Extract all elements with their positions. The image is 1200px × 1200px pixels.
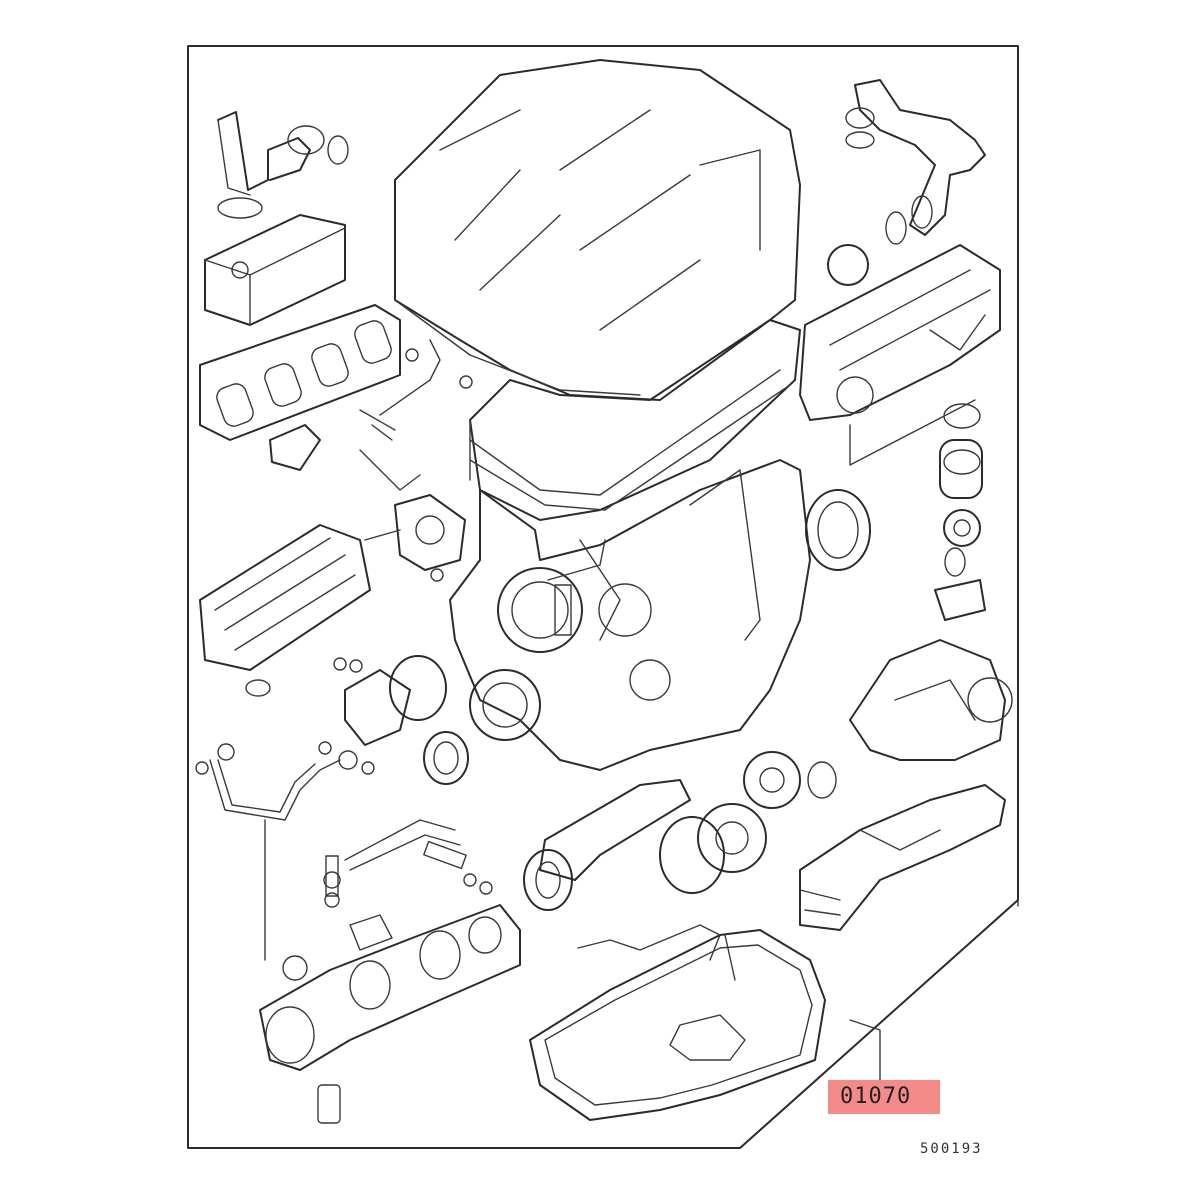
diagram-frame (187, 45, 1019, 1149)
leader-line (849, 1019, 881, 1091)
camshaft-seal-assembly (799, 784, 1006, 931)
oil-seal-right (805, 489, 871, 571)
bolt-stack (323, 819, 493, 908)
water-outlet-pipe (217, 111, 349, 219)
sprocket (659, 751, 837, 894)
oil-cooler-housing (204, 214, 346, 326)
exhaust-manifold (799, 244, 1001, 466)
timing-cover-right (849, 639, 1013, 761)
egr-pipe (845, 79, 986, 245)
seal-column-right (934, 403, 986, 621)
oil-pan (529, 924, 826, 1121)
timing-mark-detail (547, 539, 606, 636)
intake-manifold-gasket (199, 304, 401, 471)
engine-block (449, 459, 811, 771)
lower-exhaust-manifold (259, 904, 521, 1124)
small-seals-cluster (359, 339, 473, 491)
crank-front-seal (423, 731, 469, 785)
figure-code: 500193 (920, 1141, 983, 1157)
part-number-label[interactable]: 01070 (840, 1084, 912, 1109)
cylinder-head (469, 319, 801, 521)
water-pump-gasket (333, 655, 447, 746)
cylinder-head-cover (394, 59, 801, 401)
rocker-cover-left (199, 524, 371, 697)
part-label-highlight (828, 1080, 940, 1114)
water-pump-housing (364, 494, 466, 582)
intake-pipe-center (523, 779, 691, 911)
oil-pipe-left (195, 741, 375, 961)
